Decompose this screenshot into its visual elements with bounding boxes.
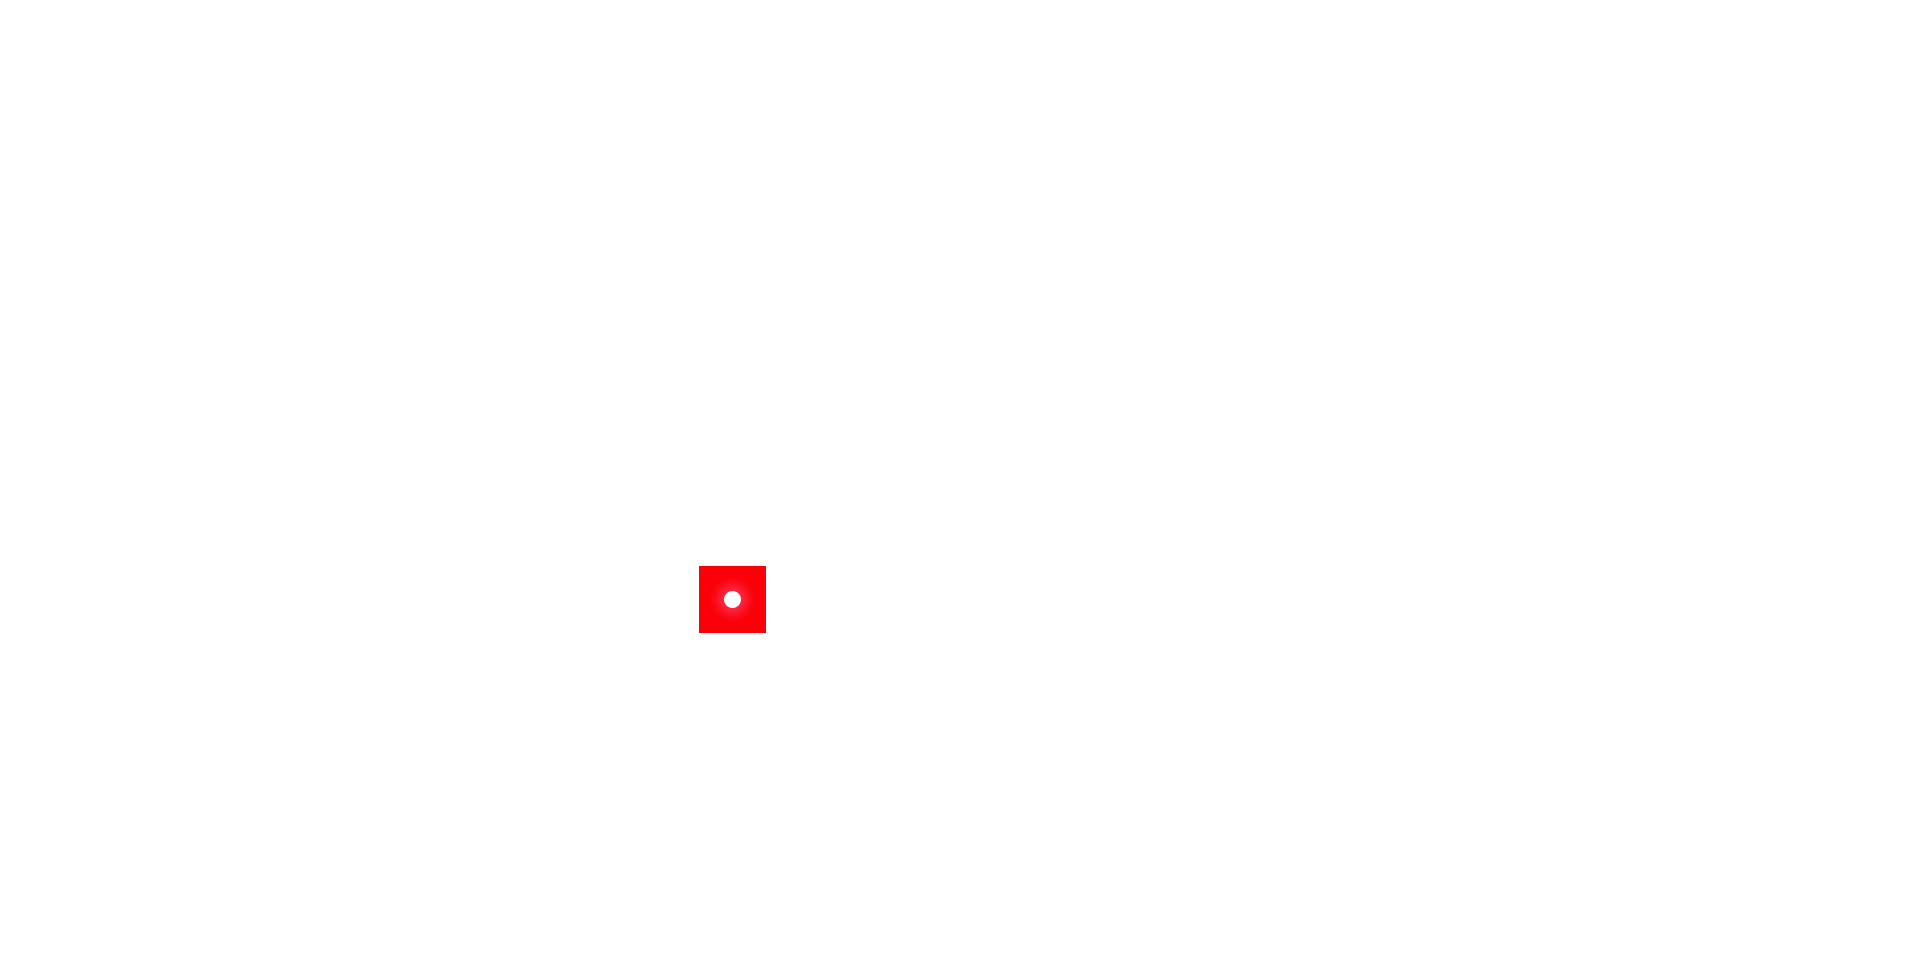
click-target-marker[interactable] xyxy=(699,566,766,633)
marker-center-dot-icon xyxy=(724,591,741,608)
